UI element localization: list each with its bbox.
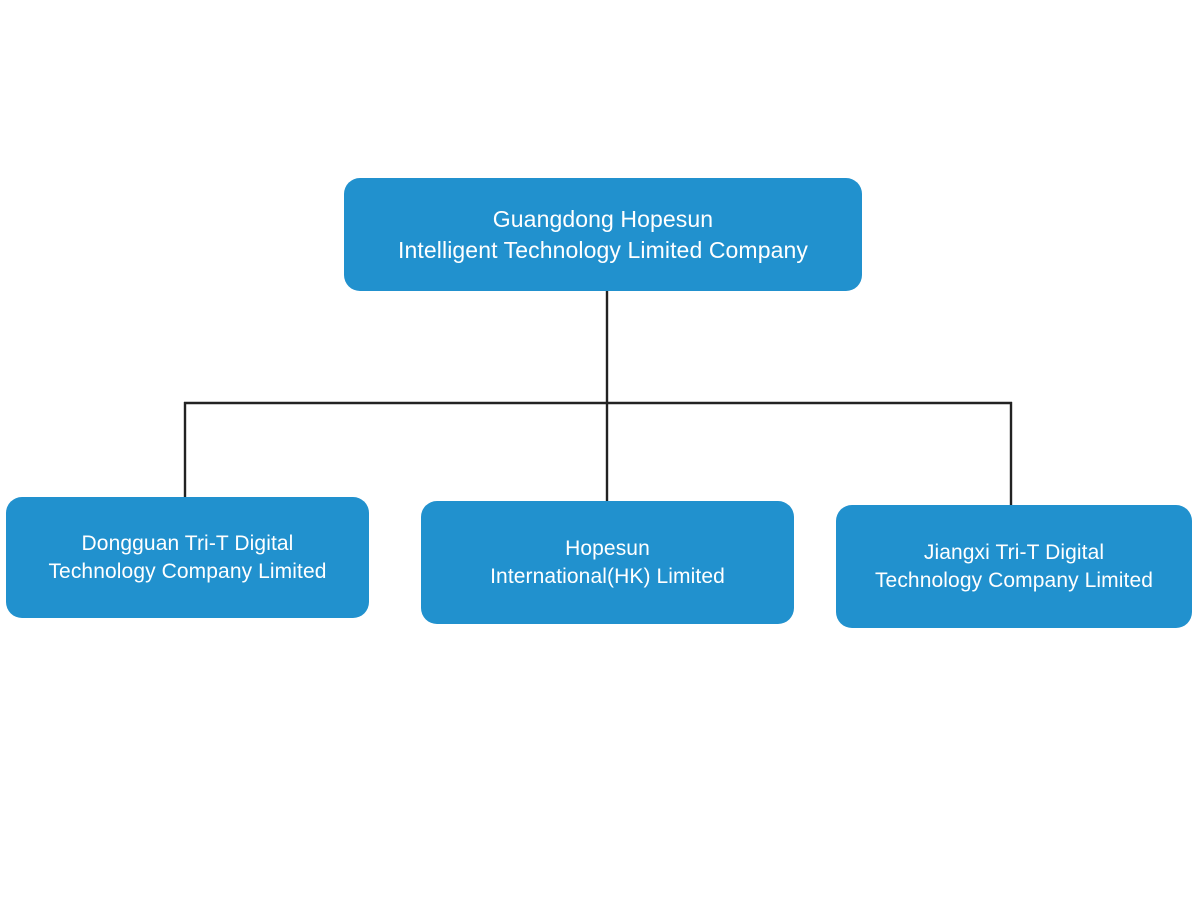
org-node-root-line-2: Intelligent Technology Limited Company bbox=[398, 236, 808, 263]
org-node-jiangxi-tri-t-line-2: Technology Company Limited bbox=[874, 568, 1154, 592]
org-node-root-line-1: Guangdong Hopesun bbox=[492, 205, 714, 232]
org-node-hopesun-international-hk-line-1: Hopesun bbox=[565, 536, 650, 560]
org-node-dongguan-tri-t-line-1: Dongguan Tri-T Digital bbox=[81, 531, 294, 555]
org-node-hopesun-international-hk[interactable]: Hopesun International(HK) Limited bbox=[421, 501, 794, 624]
org-node-jiangxi-tri-t[interactable]: Jiangxi Tri-T Digital Technology Company… bbox=[836, 505, 1192, 628]
org-node-hopesun-international-hk-line-2: International(HK) Limited bbox=[490, 564, 725, 588]
org-node-jiangxi-tri-t-line-1: Jiangxi Tri-T Digital bbox=[923, 540, 1105, 564]
org-node-dongguan-tri-t-line-2: Technology Company Limited bbox=[48, 559, 327, 583]
org-node-root[interactable]: Guangdong Hopesun Intelligent Technology… bbox=[344, 178, 862, 291]
org-node-dongguan-tri-t[interactable]: Dongguan Tri-T Digital Technology Compan… bbox=[6, 497, 369, 618]
